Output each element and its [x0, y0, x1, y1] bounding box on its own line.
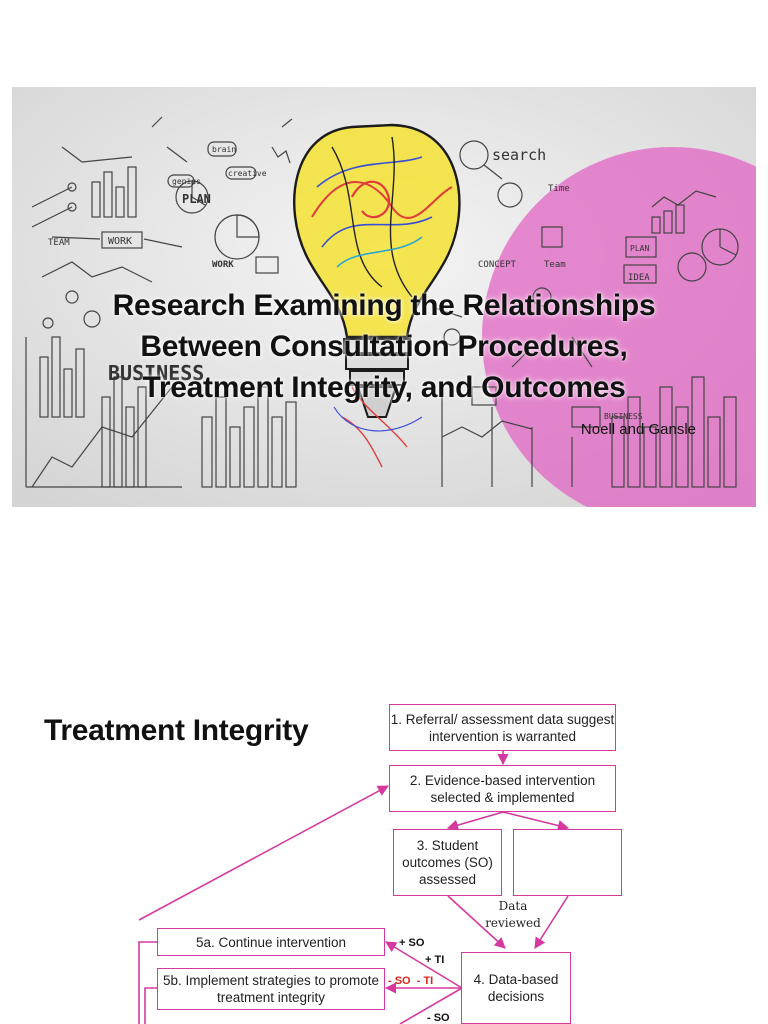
doodle-concept-text: CONCEPT	[478, 260, 517, 270]
doodle-brain-text: brain	[212, 145, 236, 154]
connector-loop-to-2	[139, 786, 388, 920]
doodle-team-text: TEAM	[48, 238, 70, 248]
plus-so-label: + SO	[399, 937, 424, 949]
flow-box-data-decisions-label: 4. Data-based decisions	[468, 971, 564, 1005]
connector-2-3b	[503, 812, 568, 828]
plus-ti-label: + TI	[425, 954, 444, 966]
flow-box-data-decisions: 4. Data-based decisions	[461, 952, 571, 1024]
flow-box-intervention-label: 2. Evidence-based intervention selected …	[390, 772, 615, 806]
doodle-time-text: Time	[548, 184, 570, 194]
flow-box-integrity-strategies-label: 5b. Implement strategies to promote trea…	[158, 972, 384, 1006]
flow-box-referral: 1. Referral/ assessment data suggest int…	[389, 704, 616, 751]
title-slide: search BUSINESS PLAN WORK WORK TEAM brai…	[12, 87, 756, 507]
connector-loop-5b	[145, 988, 157, 1024]
doodle-plan-text: PLAN	[182, 192, 211, 206]
slide-title-line: Research Examining the Relationships	[12, 285, 756, 326]
slide-heading: Treatment Integrity	[44, 714, 308, 748]
flow-box-intervention: 2. Evidence-based intervention selected …	[389, 765, 616, 812]
connector-2-3	[448, 812, 503, 828]
doodle-plan2-text: PLAN	[630, 244, 649, 253]
slide-author: Noell and Gansle	[581, 421, 696, 438]
doodle-work-text: WORK	[108, 236, 132, 247]
connector-loop-5a	[139, 942, 157, 1024]
flow-box-student-outcomes: 3. Student outcomes (SO) assessed	[393, 829, 502, 896]
doodle-creative-text: creative	[228, 169, 267, 178]
flow-box-continue: 5a. Continue intervention	[157, 928, 385, 956]
doodle-search-text: search	[492, 146, 546, 164]
minus-so-minus-ti-label: - SO - TI	[388, 975, 433, 987]
minus-so-label: - SO	[427, 1012, 450, 1024]
doodle-team2-text: Team	[544, 260, 566, 270]
doodle-business2-text: BUSINESS	[604, 412, 643, 421]
slide-title-line: Treatment Integrity, and Outcomes	[12, 367, 756, 408]
flow-box-empty	[513, 829, 622, 896]
data-reviewed-label: Data reviewed	[478, 898, 548, 932]
doodle-idea-text: IDEA	[628, 273, 650, 283]
flow-box-student-outcomes-label: 3. Student outcomes (SO) assessed	[400, 837, 495, 888]
flow-box-integrity-strategies: 5b. Implement strategies to promote trea…	[157, 968, 385, 1010]
slide-title-line: Between Consultation Procedures,	[12, 326, 756, 367]
doodle-genius-text: genius	[172, 177, 201, 186]
flow-box-continue-label: 5a. Continue intervention	[196, 934, 346, 951]
slide-title: Research Examining the Relationships Bet…	[12, 285, 756, 408]
flow-box-referral-label: 1. Referral/ assessment data suggest int…	[390, 711, 615, 745]
doodle-work2-text: WORK	[212, 260, 234, 270]
